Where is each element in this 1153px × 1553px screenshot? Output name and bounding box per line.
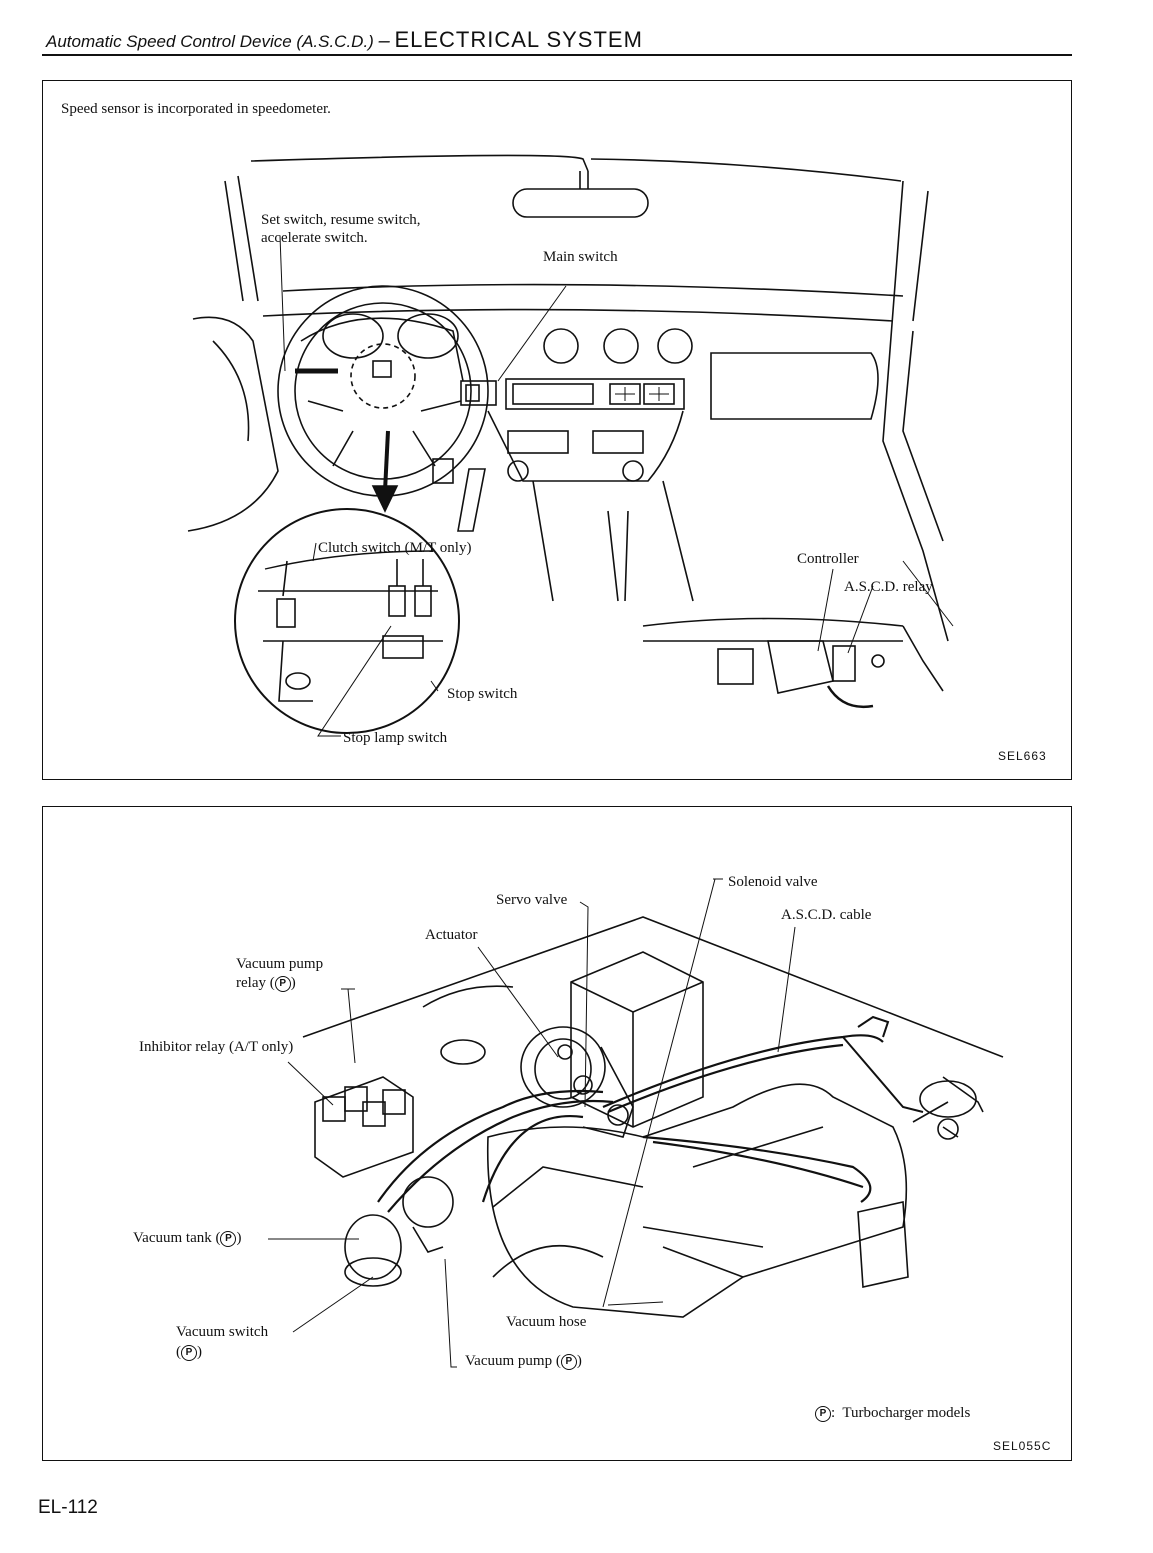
label-controller: Controller — [797, 551, 859, 567]
speed-sensor-note: Speed sensor is incorporated in speedome… — [61, 101, 331, 117]
label-set-switch-line1: Set switch, resume switch, — [261, 212, 421, 228]
label-stop-switch: Stop switch — [447, 686, 518, 702]
label-set-switch-line2: accelerate switch. — [261, 230, 368, 246]
dashboard-illustration — [187, 154, 954, 737]
vacuum-tank-prefix: Vacuum tank ( — [133, 1230, 221, 1246]
label-vacuum-tank: Vacuum tank (P) — [133, 1230, 242, 1247]
label-clutch-switch: Clutch switch (M/T only) — [318, 540, 472, 556]
label-vacuum-switch-line2: (P) — [176, 1344, 202, 1361]
page-number: EL-112 — [38, 1497, 98, 1518]
label-stop-lamp-switch: Stop lamp switch — [343, 730, 448, 746]
label-ascd-cable: A.S.C.D. cable — [781, 907, 872, 923]
label-ascd-relay: A.S.C.D. relay — [844, 579, 933, 595]
label-vacuum-pump-relay-line2: relay (P) — [236, 975, 296, 992]
label-vacuum-pump-relay-line1: Vacuum pump — [236, 956, 324, 972]
legend-turbocharger: P: Turbocharger models — [815, 1405, 970, 1422]
turbo-p-symbol: P — [815, 1406, 831, 1422]
vacuum-pump-relay-prefix: relay ( — [236, 975, 275, 991]
label-solenoid-valve: Solenoid valve — [728, 874, 818, 890]
label-vacuum-hose: Vacuum hose — [506, 1314, 587, 1330]
turbo-p-symbol: P — [181, 1345, 197, 1361]
turbo-p-symbol: P — [560, 1354, 577, 1370]
label-vacuum-switch: Vacuum switch — [176, 1324, 269, 1340]
label-vacuum-pump: Vacuum pump (P) — [465, 1353, 582, 1370]
figure-code-sel663: SEL663 — [998, 749, 1047, 763]
header-subtitle: Automatic Speed Control Device (A.S.C.D.… — [46, 32, 374, 51]
figure-dashboard-panel: Speed sensor is incorporated in speedome… — [42, 80, 1072, 780]
turbo-p-symbol: P — [274, 976, 291, 992]
label-actuator: Actuator — [425, 927, 478, 943]
engine-illustration — [268, 878, 1004, 1368]
legend-text: Turbocharger models — [842, 1405, 971, 1421]
header-section: ELECTRICAL SYSTEM — [394, 27, 643, 52]
header-title: Automatic Speed Control Device (A.S.C.D.… — [46, 27, 643, 53]
label-main-switch: Main switch — [543, 249, 618, 265]
vacuum-pump-prefix: Vacuum pump ( — [465, 1353, 561, 1369]
label-servo-valve: Servo valve — [496, 892, 568, 908]
label-inhibitor-relay: Inhibitor relay (A/T only) — [139, 1039, 294, 1055]
turbo-p-symbol: P — [220, 1231, 237, 1247]
page-header: Automatic Speed Control Device (A.S.C.D.… — [42, 18, 1072, 56]
header-separator: – — [378, 30, 390, 52]
figure-engine-panel: Solenoid valve Servo valve A.S.C.D. cabl… — [42, 806, 1072, 1461]
figure-code-sel055c: SEL055C — [993, 1439, 1052, 1453]
